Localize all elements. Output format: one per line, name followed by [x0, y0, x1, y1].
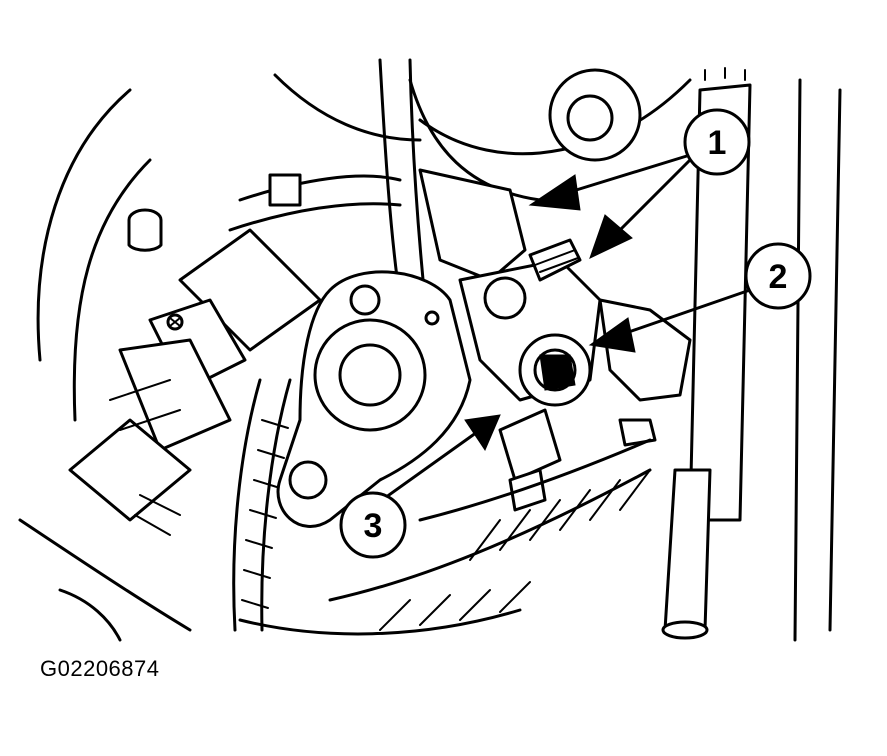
figure-id-label: G02206874 [40, 656, 160, 681]
alternator-fins [238, 438, 652, 636]
engine-housing-outline [18, 73, 842, 642]
vertical-pipe [661, 67, 752, 640]
callout-2: 2 [744, 242, 812, 310]
callout-1-label: 1 [708, 124, 727, 162]
callout-1: 1 [683, 108, 751, 176]
round-boss [548, 68, 642, 162]
callout-3: 3 [339, 491, 407, 559]
callout-3-label: 3 [364, 507, 383, 545]
callout-arrows [373, 153, 752, 507]
callout-2-label: 2 [769, 258, 788, 296]
mounting-bracket [276, 270, 472, 528]
callout-circle-icon [744, 242, 812, 310]
connector-assembly [68, 173, 322, 536]
callout-circle-icon [683, 108, 751, 176]
cap-plug [127, 208, 163, 252]
callout-circle-icon [339, 491, 407, 559]
